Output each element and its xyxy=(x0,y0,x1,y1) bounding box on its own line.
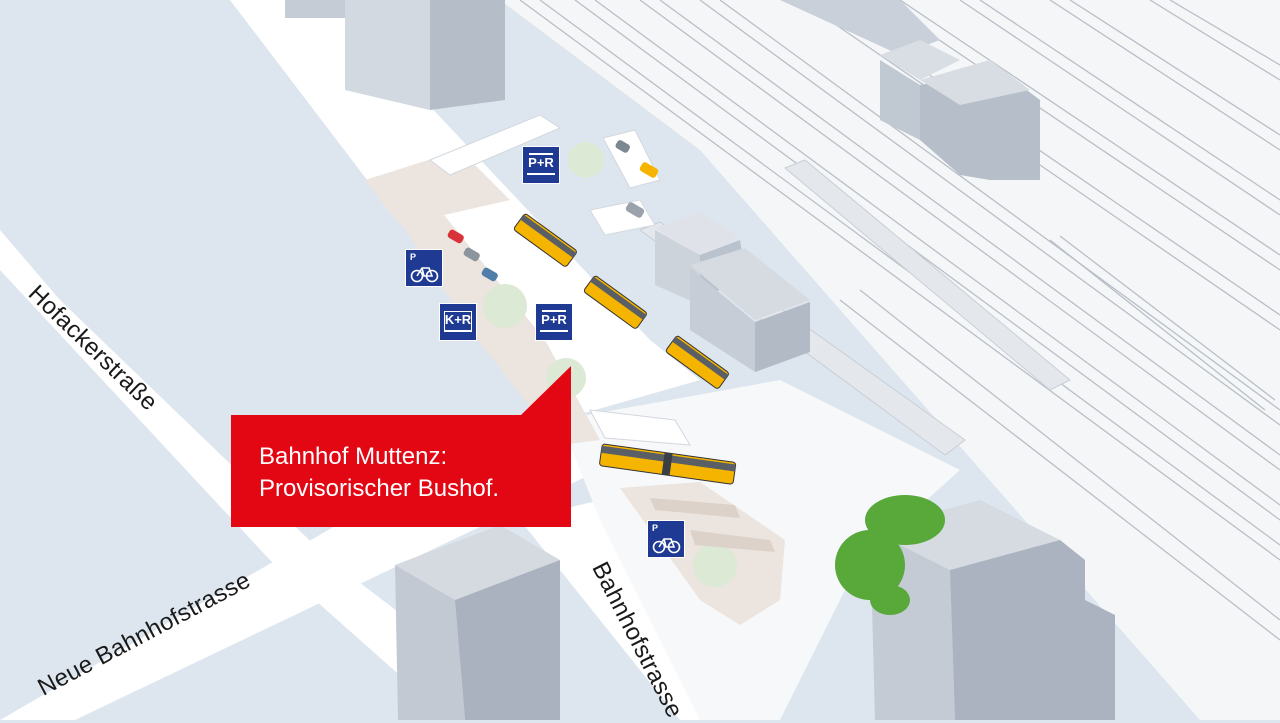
articulated-bus xyxy=(599,443,737,485)
park-and-ride-sign: P+R xyxy=(522,146,560,184)
bike-parking-sign: P xyxy=(405,249,443,287)
bus xyxy=(665,335,729,389)
rail-area xyxy=(500,0,1280,720)
platform xyxy=(784,159,1071,391)
callout-title: Bahnhof Muttenz: xyxy=(259,443,448,470)
callout-subtitle: Provisorischer Bushof. xyxy=(259,475,500,502)
bus xyxy=(513,213,577,267)
bicycle-icon xyxy=(410,267,439,283)
benches xyxy=(650,498,775,552)
kiss-and-ride-sign: K+R xyxy=(439,303,477,341)
vegetation xyxy=(835,495,945,615)
callout-box: Bahnhof Muttenz: Provisorischer Bushof. xyxy=(231,415,571,527)
cars xyxy=(447,140,659,282)
trees xyxy=(483,142,737,587)
bus xyxy=(583,275,647,329)
bike-parking-letter: P xyxy=(652,523,659,533)
building xyxy=(780,0,1040,180)
kiss-and-ride-label: K+R xyxy=(444,312,472,327)
bicycle-icon xyxy=(652,538,681,554)
plaza xyxy=(365,150,510,225)
callout-pointer xyxy=(520,366,571,416)
building xyxy=(285,0,505,110)
park-and-ride-sign: P+R xyxy=(535,303,573,341)
station-building xyxy=(655,212,810,372)
park-and-ride-label: P+R xyxy=(541,312,567,327)
callout-text: Bahnhof Muttenz: Provisorischer Bushof. xyxy=(259,441,499,505)
bike-parking-sign: P xyxy=(647,520,685,558)
building xyxy=(395,525,560,720)
park-and-ride-label: P+R xyxy=(528,155,554,170)
bike-parking-letter: P xyxy=(410,252,417,262)
